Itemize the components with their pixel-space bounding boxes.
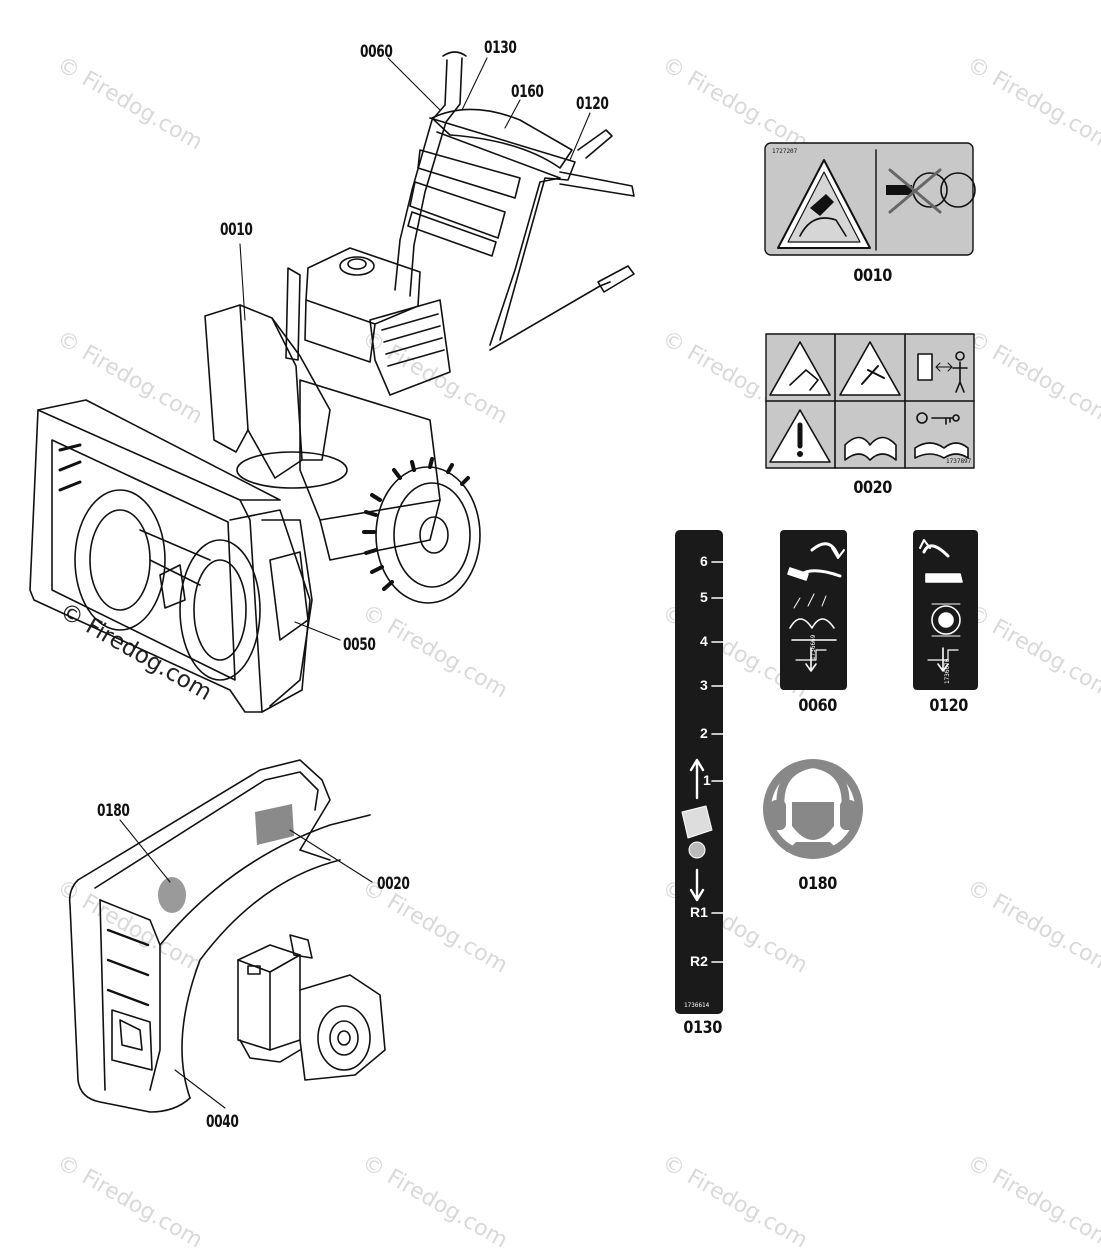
callout-leaders-housing (120, 820, 372, 1108)
gear-label: 5 (700, 589, 708, 605)
decal-0020-label: 0020 (853, 478, 892, 498)
callout-0060: 0060 (360, 42, 392, 62)
gear-label: 1 (703, 772, 711, 788)
decal-0010-code: 1727207 (772, 148, 797, 155)
gear-label: 3 (700, 677, 708, 693)
decal-0060-label: 0060 (798, 696, 837, 716)
decal-0060-code: 1736669 (810, 635, 817, 660)
callout-0020: 0020 (377, 874, 409, 894)
callout-0160: 0160 (511, 82, 543, 102)
decal-0130-label: 0130 (683, 1018, 722, 1038)
callout-0180: 0180 (97, 801, 129, 821)
gear-label: 6 (700, 553, 708, 569)
gear-label: R2 (690, 953, 708, 969)
decal-0180-label: 0180 (798, 874, 837, 894)
diagram-canvas (0, 0, 1101, 1200)
decal-0120-code: 1736670 (944, 659, 951, 684)
callout-0010: 0010 (220, 220, 252, 240)
decal-0020 (766, 334, 974, 468)
decal-0180-hearing-protection (763, 759, 863, 859)
gear-label: R1 (690, 904, 708, 920)
callout-0050: 0050 (343, 635, 375, 655)
callout-leaders-main (240, 58, 590, 640)
decal-0060 (780, 530, 847, 690)
decal-0010-label: 0010 (853, 266, 892, 286)
callout-0120: 0120 (576, 94, 608, 114)
decal-0130-code: 1736614 (684, 1002, 709, 1009)
snowblower-drawing (30, 52, 634, 712)
gear-label: 2 (700, 725, 708, 741)
callout-0040: 0040 (206, 1112, 238, 1132)
callout-0130: 0130 (484, 38, 516, 58)
decal-0020-code: 1737897 (946, 458, 971, 465)
gear-label: 4 (700, 633, 708, 649)
decal-0120-label: 0120 (929, 696, 968, 716)
decal-0010 (765, 143, 975, 255)
